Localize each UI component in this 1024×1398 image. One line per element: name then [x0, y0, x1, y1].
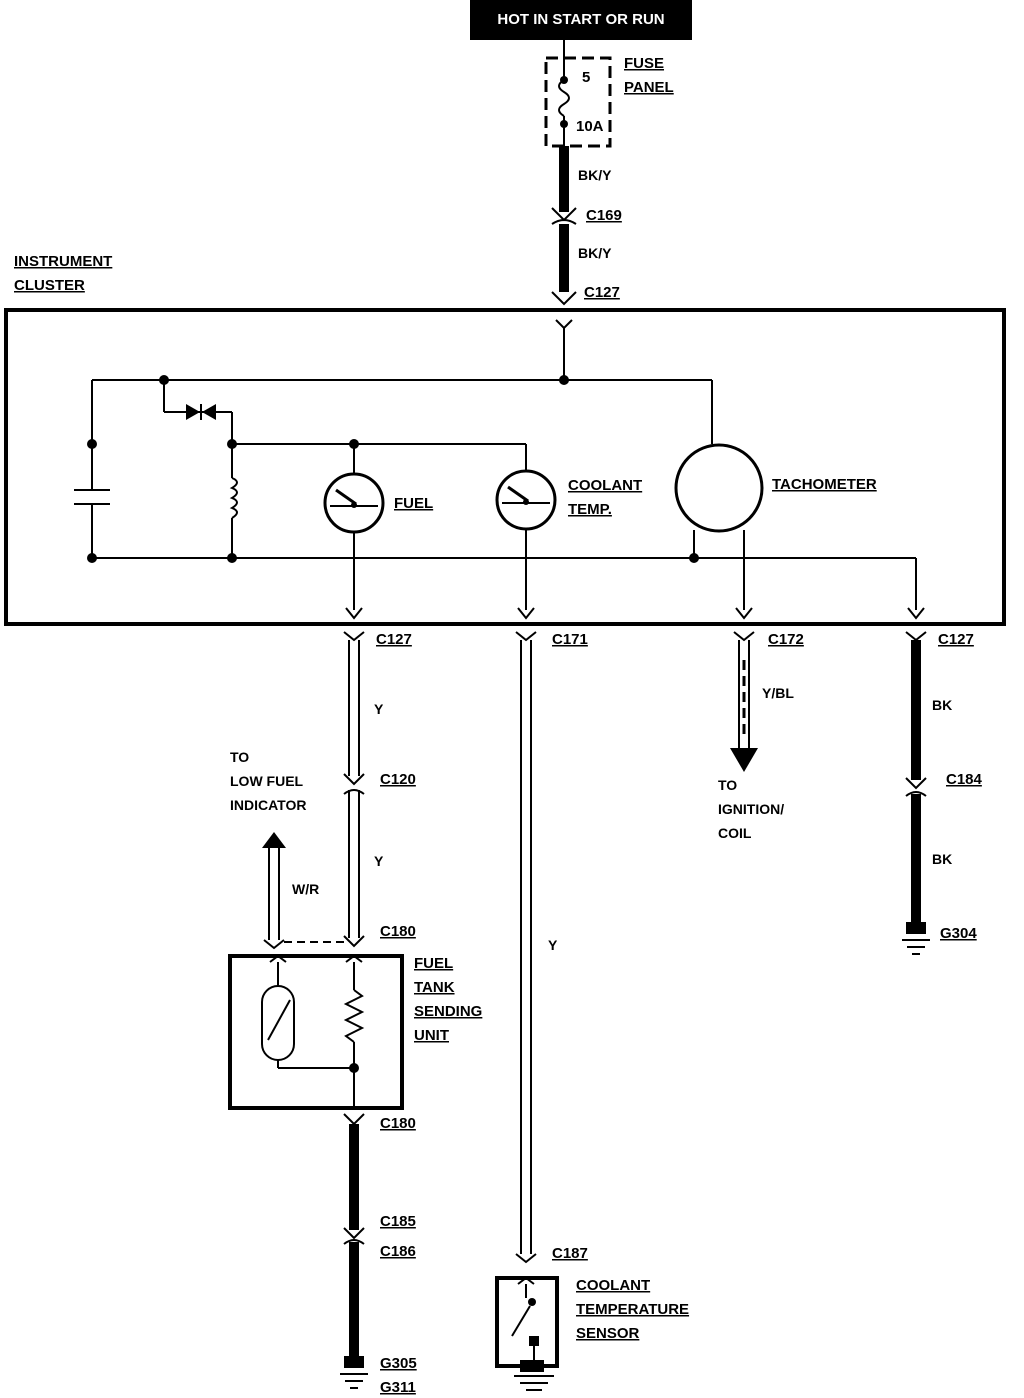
low-fuel-wire-wr — [262, 832, 346, 950]
ignition-label-2: IGNITION/ — [718, 801, 784, 817]
connector-c180-top-label: C180 — [380, 923, 416, 940]
low-fuel-label-1: TO — [230, 749, 249, 765]
coolant-sensor-label-1: COOLANT — [576, 1277, 650, 1294]
connector-c186-label: C186 — [380, 1243, 416, 1260]
coolant-sensor-label-3: SENSOR — [576, 1325, 640, 1342]
fuel-tank-sending-unit — [228, 954, 404, 1110]
fuel-wire-y — [343, 631, 365, 948]
fuel-gauge-label: FUEL — [394, 495, 433, 512]
coolant-wire-y — [515, 631, 537, 1264]
wire-label-bky-1: BK/Y — [578, 167, 612, 183]
ignition-label-3: COIL — [718, 825, 752, 841]
connector-c169-symbol — [551, 207, 577, 225]
connector-c185-label: C185 — [380, 1213, 416, 1230]
instrument-cluster-box — [4, 308, 1006, 626]
cluster-internal-wiring — [74, 319, 925, 620]
power-source-banner — [470, 0, 692, 40]
connector-c172-label: C172 — [768, 631, 804, 648]
connector-c127-top-label: C127 — [584, 284, 620, 301]
sending-unit-label-4: UNIT — [414, 1027, 449, 1044]
connector-c127-right-label: C127 — [938, 631, 974, 648]
wire-label-y-2: Y — [374, 853, 384, 869]
ground-g304-label: G304 — [940, 925, 977, 942]
fuse-5 — [544, 40, 612, 148]
sending-unit-label-2: TANK — [414, 979, 455, 996]
fuse-rating: 10A — [576, 118, 604, 135]
cluster-label-2: CLUSTER — [14, 277, 85, 294]
connector-c187-label: C187 — [552, 1245, 588, 1262]
power-source-label: HOT IN START OR RUN — [497, 11, 664, 28]
fuse-number: 5 — [582, 69, 590, 86]
coolant-temperature-sensor — [495, 1276, 559, 1391]
connector-c169-label: C169 — [586, 207, 622, 224]
connector-c120-label: C120 — [380, 771, 416, 788]
sending-unit-label-1: FUEL — [414, 955, 453, 972]
sending-unit-label-3: SENDING — [414, 1003, 482, 1020]
wire-label-wr: W/R — [292, 881, 319, 897]
wire-label-y-1: Y — [374, 701, 384, 717]
wire-label-bk-1: BK — [932, 697, 952, 713]
fuel-gauge-symbol — [323, 472, 385, 534]
fuse-panel-label-2: PANEL — [624, 79, 674, 96]
coolant-gauge-symbol — [495, 469, 557, 531]
fuel-ground-wire — [340, 1113, 368, 1389]
bk-ground-wire — [902, 631, 930, 955]
wire-label-bky-2: BK/Y — [578, 245, 612, 261]
low-fuel-label-2: LOW FUEL — [230, 773, 304, 789]
cluster-label-1: INSTRUMENT — [14, 253, 112, 270]
low-fuel-label-3: INDICATOR — [230, 797, 306, 813]
connector-c180-bottom-label: C180 — [380, 1115, 416, 1132]
connector-c127-top-symbol — [551, 291, 577, 306]
tachometer-label: TACHOMETER — [772, 476, 877, 493]
tachometer-symbol — [674, 443, 764, 533]
connector-c171-label: C171 — [552, 631, 588, 648]
fuse-panel-label-1: FUSE — [624, 55, 664, 72]
connector-c127-fuel-label: C127 — [376, 631, 412, 648]
coolant-sensor-label-2: TEMPERATURE — [576, 1301, 689, 1318]
tach-wire-ybl — [730, 631, 758, 772]
ignition-label-1: TO — [718, 777, 737, 793]
coolant-gauge-label-2: TEMP. — [568, 501, 612, 518]
ground-g311-label: G311 — [380, 1379, 416, 1396]
wire-label-y-3: Y — [548, 937, 558, 953]
coolant-gauge-label-1: COOLANT — [568, 477, 642, 494]
ground-g305-label: G305 — [380, 1355, 417, 1372]
connector-c184-label: C184 — [946, 771, 983, 788]
wire-label-bk-2: BK — [932, 851, 952, 867]
wire-label-ybl: Y/BL — [762, 685, 794, 701]
